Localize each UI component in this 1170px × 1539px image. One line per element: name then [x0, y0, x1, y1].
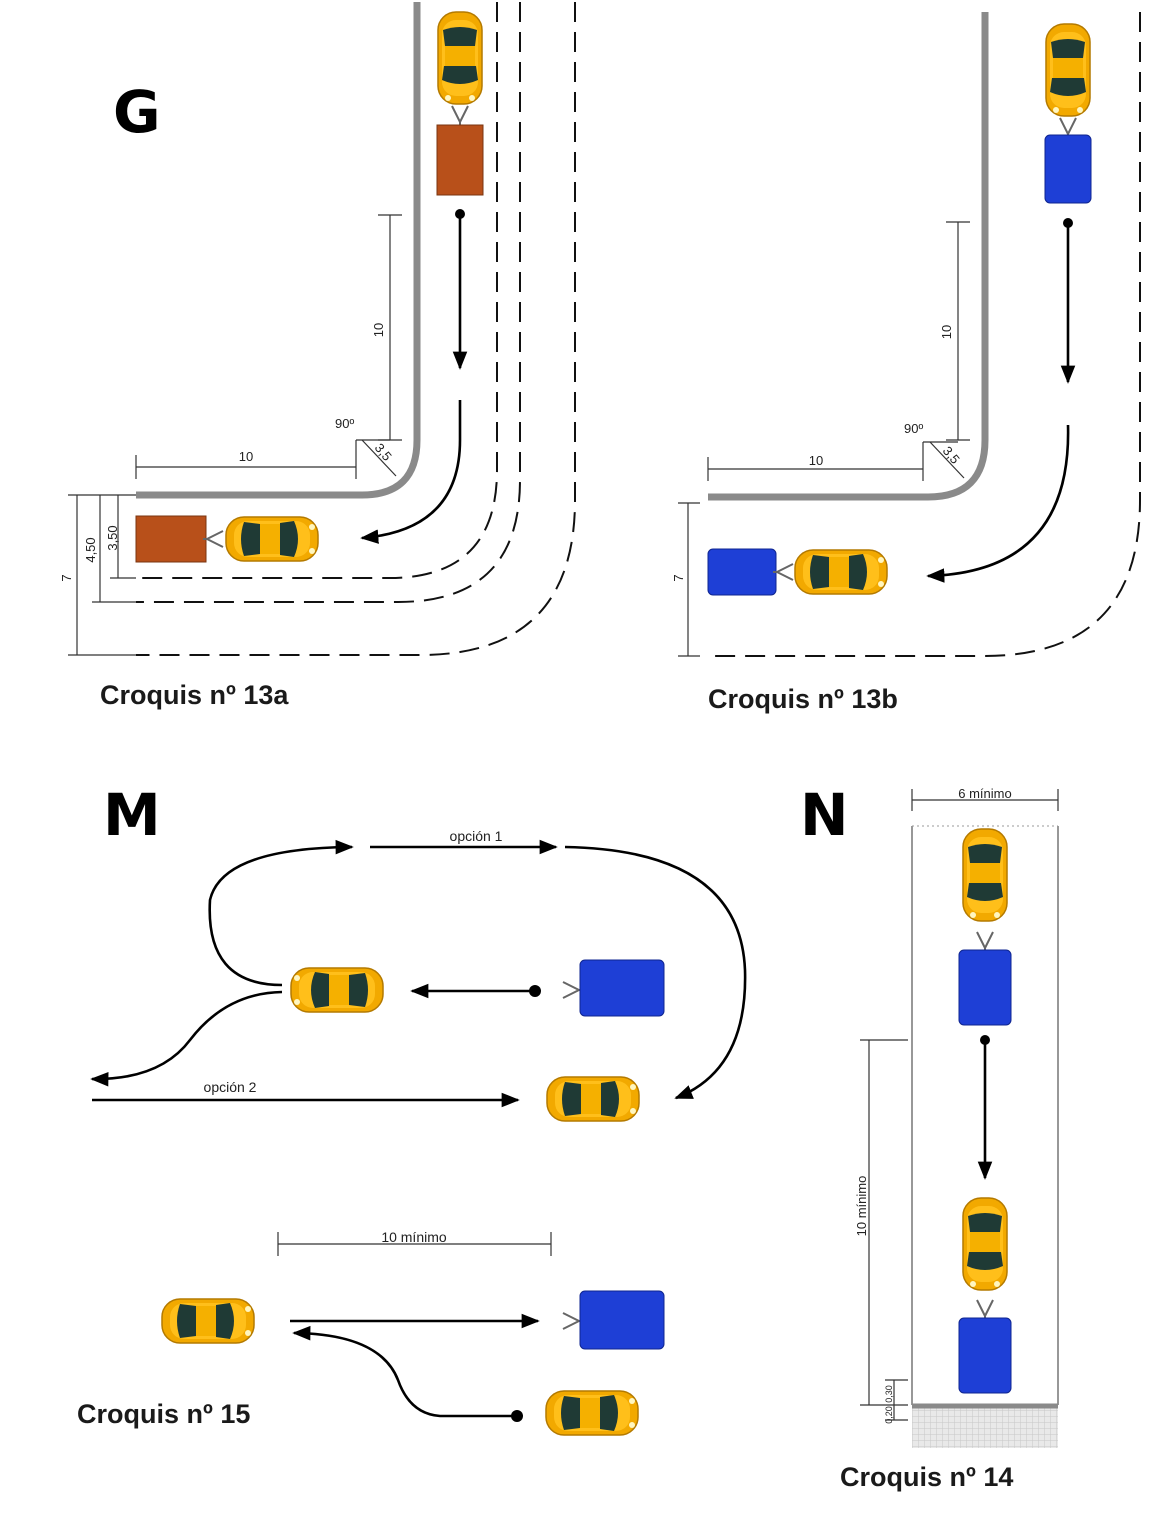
dim-width-outer: 7	[59, 574, 74, 581]
lane-line	[136, 2, 521, 603]
sketch-13a: 10 10 90º 3,5 3,50 4,50 7 Croq	[59, 2, 576, 710]
option2-label: opción 2	[204, 1079, 257, 1095]
car	[545, 1390, 639, 1436]
hitch	[976, 1299, 994, 1321]
small-dim-a: 0,30	[884, 1385, 894, 1403]
car	[290, 967, 384, 1013]
trailer-blue	[579, 1290, 665, 1350]
trailer-blue	[707, 548, 777, 596]
option1-label: opción 1	[450, 828, 503, 844]
length-min-label: 10 mínimo	[854, 1176, 869, 1237]
dim-width-inner: 3,50	[105, 525, 120, 550]
curb-zone	[912, 1408, 1058, 1448]
car	[962, 1197, 1008, 1291]
hitch	[976, 931, 994, 953]
min-distance-label: 10 mínimo	[381, 1229, 447, 1245]
caption-14: Croquis nº 14	[840, 1462, 1013, 1492]
angle-label: 90º	[335, 416, 354, 431]
car	[161, 1298, 255, 1344]
car	[1045, 23, 1091, 117]
section-letter-g: G	[113, 78, 161, 146]
dim-vertical: 10	[939, 325, 954, 339]
curb-wall	[708, 12, 989, 501]
lane-line	[136, 2, 576, 656]
angle-label: 90º	[904, 421, 923, 436]
trailer-blue	[958, 1317, 1012, 1394]
car	[794, 549, 888, 595]
sketch-15: opción 1 opción 2 10 mínimo Croquis nº 1…	[77, 828, 747, 1436]
dim-vertical: 10	[371, 323, 386, 337]
caption-13b: Croquis nº 13b	[708, 684, 898, 714]
car	[225, 516, 319, 562]
caption-13a: Croquis nº 13a	[100, 680, 289, 710]
dim-width-outer: 7	[671, 574, 686, 581]
trailer-blue	[1044, 134, 1092, 204]
lane-line	[708, 12, 1141, 657]
lane-line	[136, 2, 498, 579]
sketch-13b: 10 10 90º 3,5 7 Croquis nº 13b	[671, 12, 1141, 714]
sketch-14: 6 mínimo 10 mínimo 0,30 0,20 Croquis nº …	[840, 786, 1059, 1492]
return-arrow	[292, 1325, 517, 1418]
caption-15: Croquis nº 15	[77, 1399, 250, 1429]
car	[546, 1076, 640, 1122]
curb-wall	[136, 2, 421, 499]
trailer-orange	[135, 515, 207, 563]
width-min-label: 6 mínimo	[958, 786, 1011, 801]
option1-arrow	[208, 839, 354, 987]
car	[962, 828, 1008, 922]
dim-horizontal: 10	[239, 449, 253, 464]
small-dim-b: 0,20	[884, 1406, 894, 1424]
option1-return-arrow	[564, 845, 747, 1100]
section-letter-n: N	[800, 781, 849, 849]
radius-label: 3,5	[940, 443, 963, 466]
trailer-orange	[436, 124, 484, 196]
reverse-arrow	[926, 424, 1070, 583]
car	[437, 11, 483, 105]
trailer-blue	[958, 949, 1012, 1026]
hitch	[451, 105, 469, 127]
dim-width-mid: 4,50	[83, 537, 98, 562]
trailer-blue	[579, 959, 665, 1017]
section-letter-m: M	[103, 781, 161, 849]
dim-horizontal: 10	[809, 453, 823, 468]
reverse-arrow	[360, 400, 462, 544]
option2-arrow	[90, 990, 283, 1087]
radius-label: 3,5	[372, 440, 395, 463]
